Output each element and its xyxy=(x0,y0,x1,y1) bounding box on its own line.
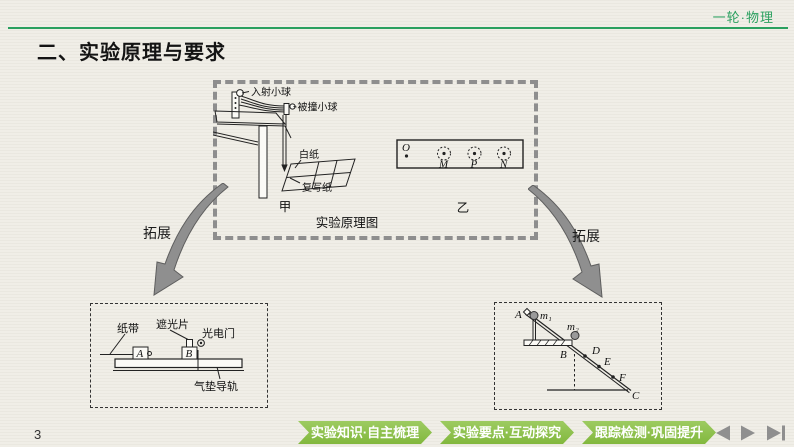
next-slide-icon[interactable] xyxy=(741,425,755,441)
page-title: 二、实验原理与要求 xyxy=(37,42,226,64)
last-slide-icon[interactable] xyxy=(767,425,785,441)
nav-button-tracking[interactable]: 跟踪检测·巩固提升 xyxy=(582,421,716,444)
point-a-label: A xyxy=(514,309,522,321)
point-c-label: C xyxy=(632,390,640,402)
jia-caption: 甲 xyxy=(279,200,292,214)
principle-caption: 实验原理图 xyxy=(316,215,379,230)
incline-box xyxy=(494,302,662,410)
slide-nav-icons xyxy=(716,425,785,441)
incident-ball-label: 入射小球 xyxy=(251,86,291,99)
struck-ball-label: 被撞小球 xyxy=(298,101,338,114)
point-o-label: O xyxy=(402,142,410,154)
incline-diagram: A m₁ m₂ B D E F C xyxy=(514,307,640,402)
jia-diagram: 入射小球 被撞小球 白纸 复写纸 甲 xyxy=(213,86,356,214)
expand-arrow-right xyxy=(528,185,603,298)
landing-circle-p xyxy=(467,146,482,161)
paper-tape-label: 纸带 xyxy=(117,322,139,335)
point-n-label: N xyxy=(499,159,508,171)
glider-b-letter: B xyxy=(186,348,193,360)
yi-diagram: O M P N 乙 xyxy=(396,139,524,215)
expand-arrow-left xyxy=(153,183,229,296)
page-number: 3 xyxy=(34,427,42,442)
point-m-label: M xyxy=(438,159,449,171)
prev-slide-icon[interactable] xyxy=(716,425,730,441)
principle-box xyxy=(213,80,538,240)
ball-m1 xyxy=(529,311,539,320)
plumb-arrow xyxy=(281,164,288,172)
point-d-label: D xyxy=(591,345,600,357)
principle-diagram: 入射小球 被撞小球 白纸 复写纸 甲 O xyxy=(213,86,524,230)
point-b-label: B xyxy=(560,349,567,361)
expand-label-right: 拓展 xyxy=(572,228,600,244)
ball-m2 xyxy=(570,331,580,340)
support-shelf xyxy=(523,339,573,346)
nav-button-keypoints[interactable]: 实验要点·互动探究 xyxy=(440,421,574,444)
nav-button-knowledge[interactable]: 实验知识·自主梳理 xyxy=(298,421,432,444)
white-paper-label: 白纸 xyxy=(299,148,319,161)
point-e-label: E xyxy=(603,356,611,368)
airtrack-label: 气垫导轨 xyxy=(194,379,238,393)
landing-circle-m xyxy=(437,146,451,161)
yi-caption: 乙 xyxy=(457,201,470,215)
header-divider xyxy=(8,27,788,29)
point-p-label: P xyxy=(470,159,478,171)
shutter-tab xyxy=(186,339,193,348)
airtrack-diagram: 纸带 遮光片 光电门 气垫导轨 A B xyxy=(100,317,244,393)
shutter-label: 遮光片 xyxy=(156,317,189,331)
expand-label-left: 拓展 xyxy=(143,225,171,241)
point-f-label: F xyxy=(618,372,626,384)
release-clamp xyxy=(522,307,532,317)
photogate-label: 光电门 xyxy=(202,326,235,340)
landing-circle-n xyxy=(497,146,511,161)
photogate-symbol xyxy=(197,339,205,347)
m2-label: m₂ xyxy=(567,321,579,333)
corner-label: 一轮·物理 xyxy=(712,10,774,25)
paper-sheet xyxy=(281,158,356,192)
m1-label: m₁ xyxy=(540,310,552,322)
glider-a-letter: A xyxy=(136,348,144,360)
airtrack-box xyxy=(90,303,268,408)
carbon-paper-label: 复写纸 xyxy=(302,181,332,194)
air-track xyxy=(114,358,243,369)
